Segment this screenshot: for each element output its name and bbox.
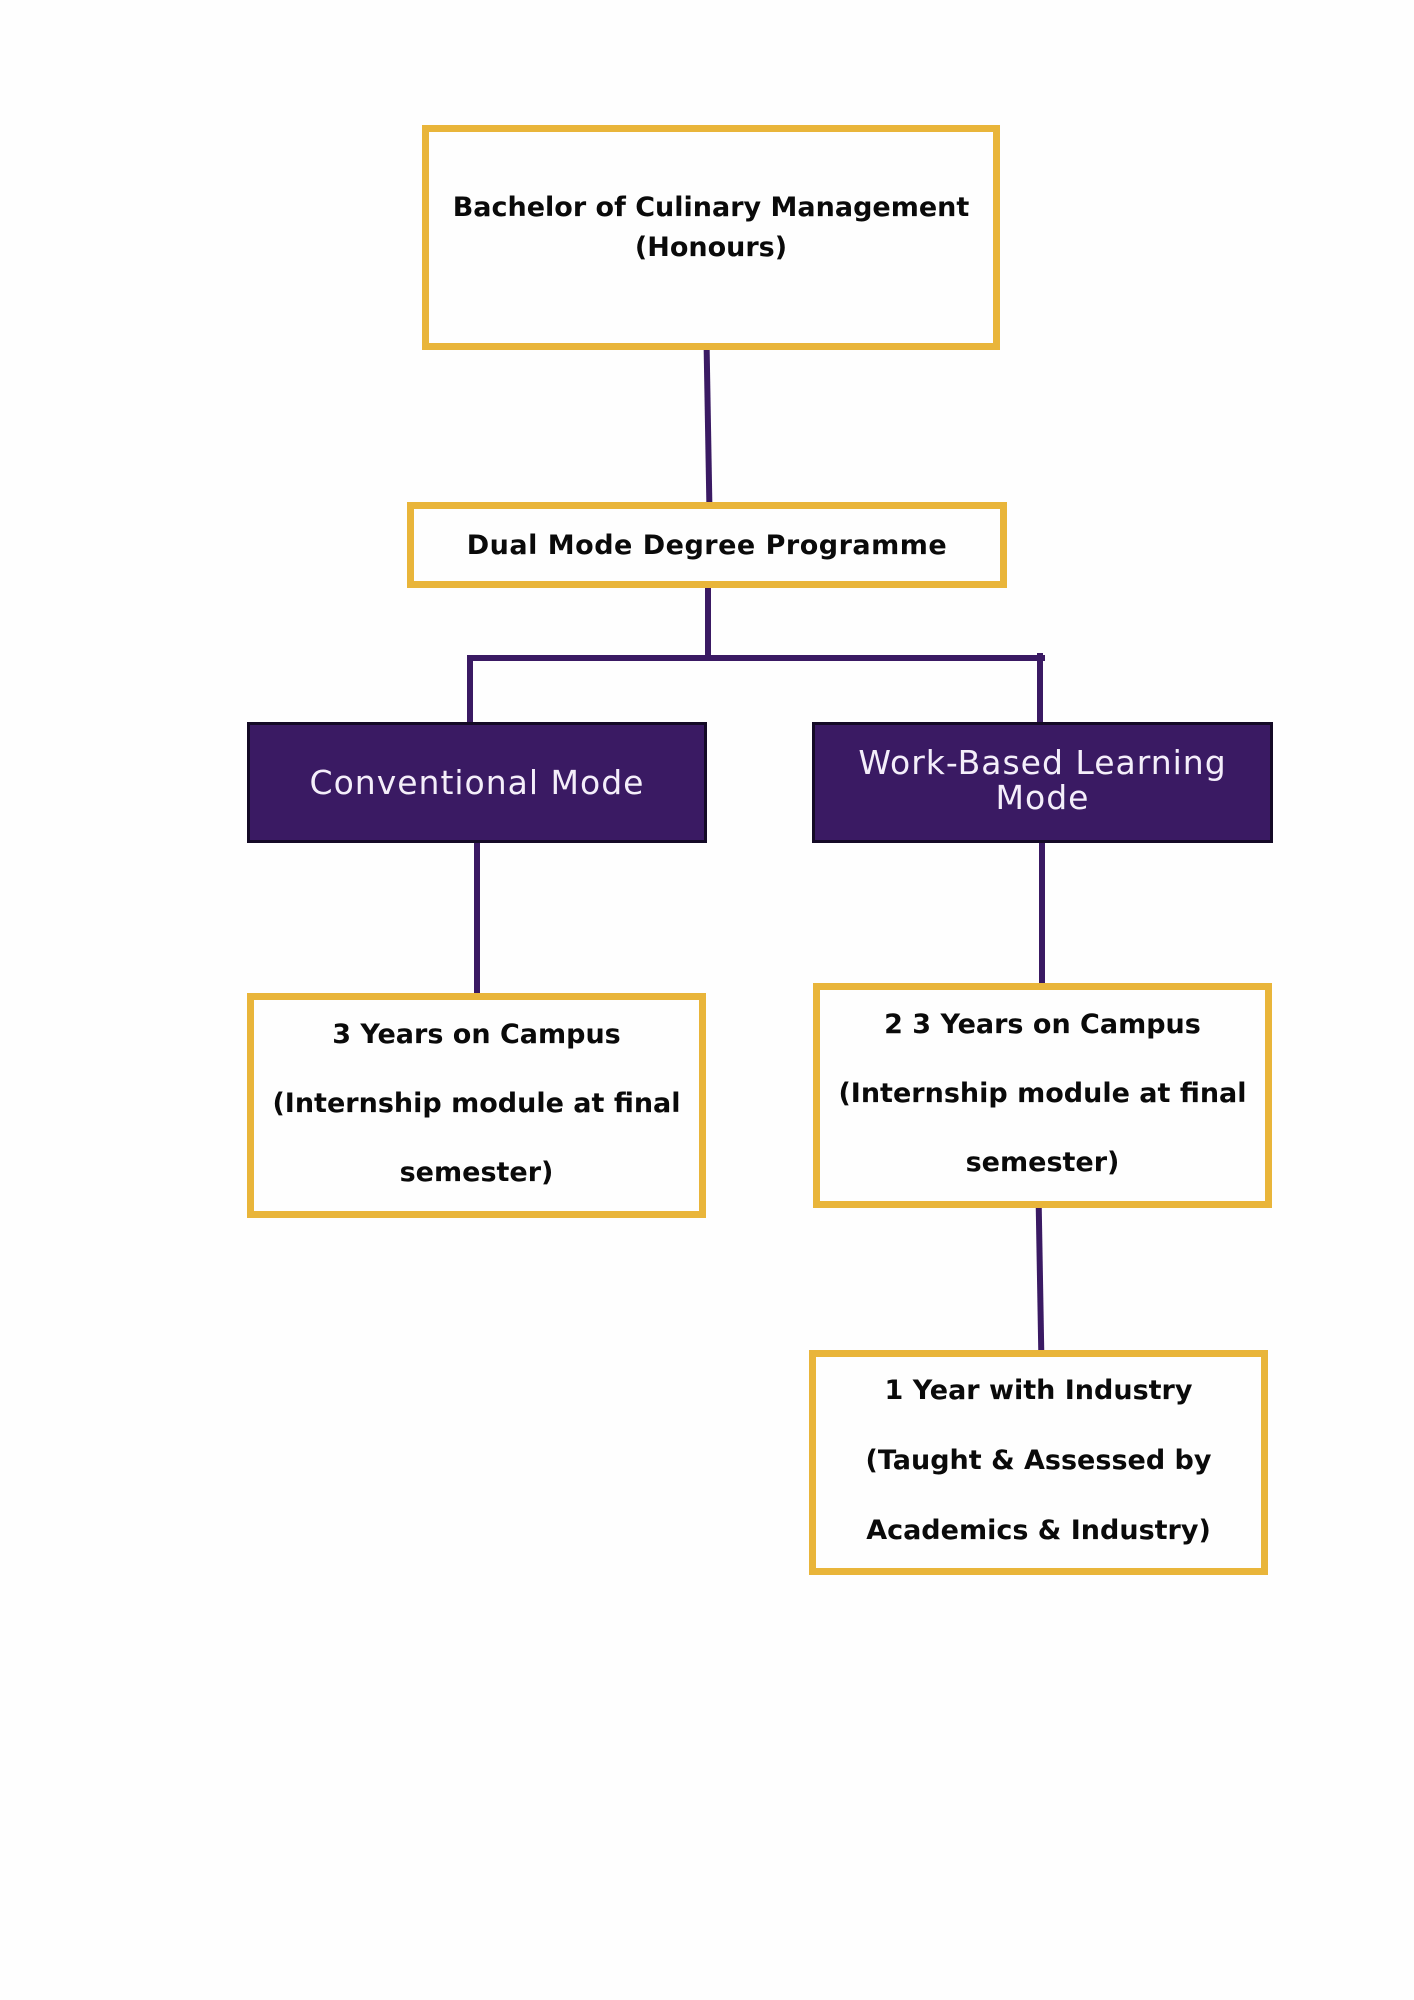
conventional-detail-line-2: (Internship module at final — [272, 1088, 681, 1119]
conventional-mode-label: Conventional Mode — [309, 763, 645, 802]
connector-branch-right — [1037, 653, 1043, 723]
connector-wbl-down — [1039, 843, 1045, 983]
wbl-industry-detail-line-1: 1 Year with Industry — [884, 1374, 1193, 1406]
connector-programme-down — [705, 588, 711, 660]
connector-root-to-programme — [703, 350, 713, 502]
wbl-industry-details-box: 1 Year with Industry (Taught & Assessed … — [809, 1350, 1268, 1575]
wbl-mode-label-line-2: Mode — [995, 777, 1090, 817]
wbl-industry-detail-line-3: Academics & Industry) — [866, 1514, 1211, 1546]
work-based-learning-mode-box: Work-Based Learning Mode — [812, 722, 1273, 843]
programme-box: Dual Mode Degree Programme — [407, 502, 1007, 588]
wbl-campus-details-box: 2 3 Years on Campus (Internship module a… — [813, 983, 1272, 1208]
conventional-detail-line-1: 3 Years on Campus — [332, 1019, 621, 1050]
conventional-details-box: 3 Years on Campus (Internship module at … — [247, 993, 706, 1218]
wbl-mode-label-line-1: Work-Based Learning — [858, 742, 1227, 782]
degree-title-line-2: (Honours) — [634, 231, 788, 263]
connector-campus-to-industry — [1035, 1208, 1045, 1350]
wbl-industry-detail-line-2: (Taught & Assessed by — [865, 1444, 1212, 1476]
programme-label: Dual Mode Degree Programme — [466, 529, 948, 561]
conventional-detail-line-3: semester) — [399, 1157, 554, 1188]
wbl-campus-detail-line-2: (Internship module at final — [838, 1078, 1247, 1109]
connector-branch-left — [467, 655, 473, 723]
wbl-campus-detail-line-3: semester) — [965, 1147, 1120, 1178]
conventional-mode-box: Conventional Mode — [247, 722, 707, 843]
connector-branch-horizontal — [467, 655, 1045, 661]
wbl-campus-detail-line-1: 2 3 Years on Campus — [884, 1009, 1201, 1040]
degree-title-line-1: Bachelor of Culinary Management — [452, 191, 970, 223]
degree-title-box: Bachelor of Culinary Management (Honours… — [422, 125, 1000, 350]
connector-conventional-down — [474, 843, 480, 993]
